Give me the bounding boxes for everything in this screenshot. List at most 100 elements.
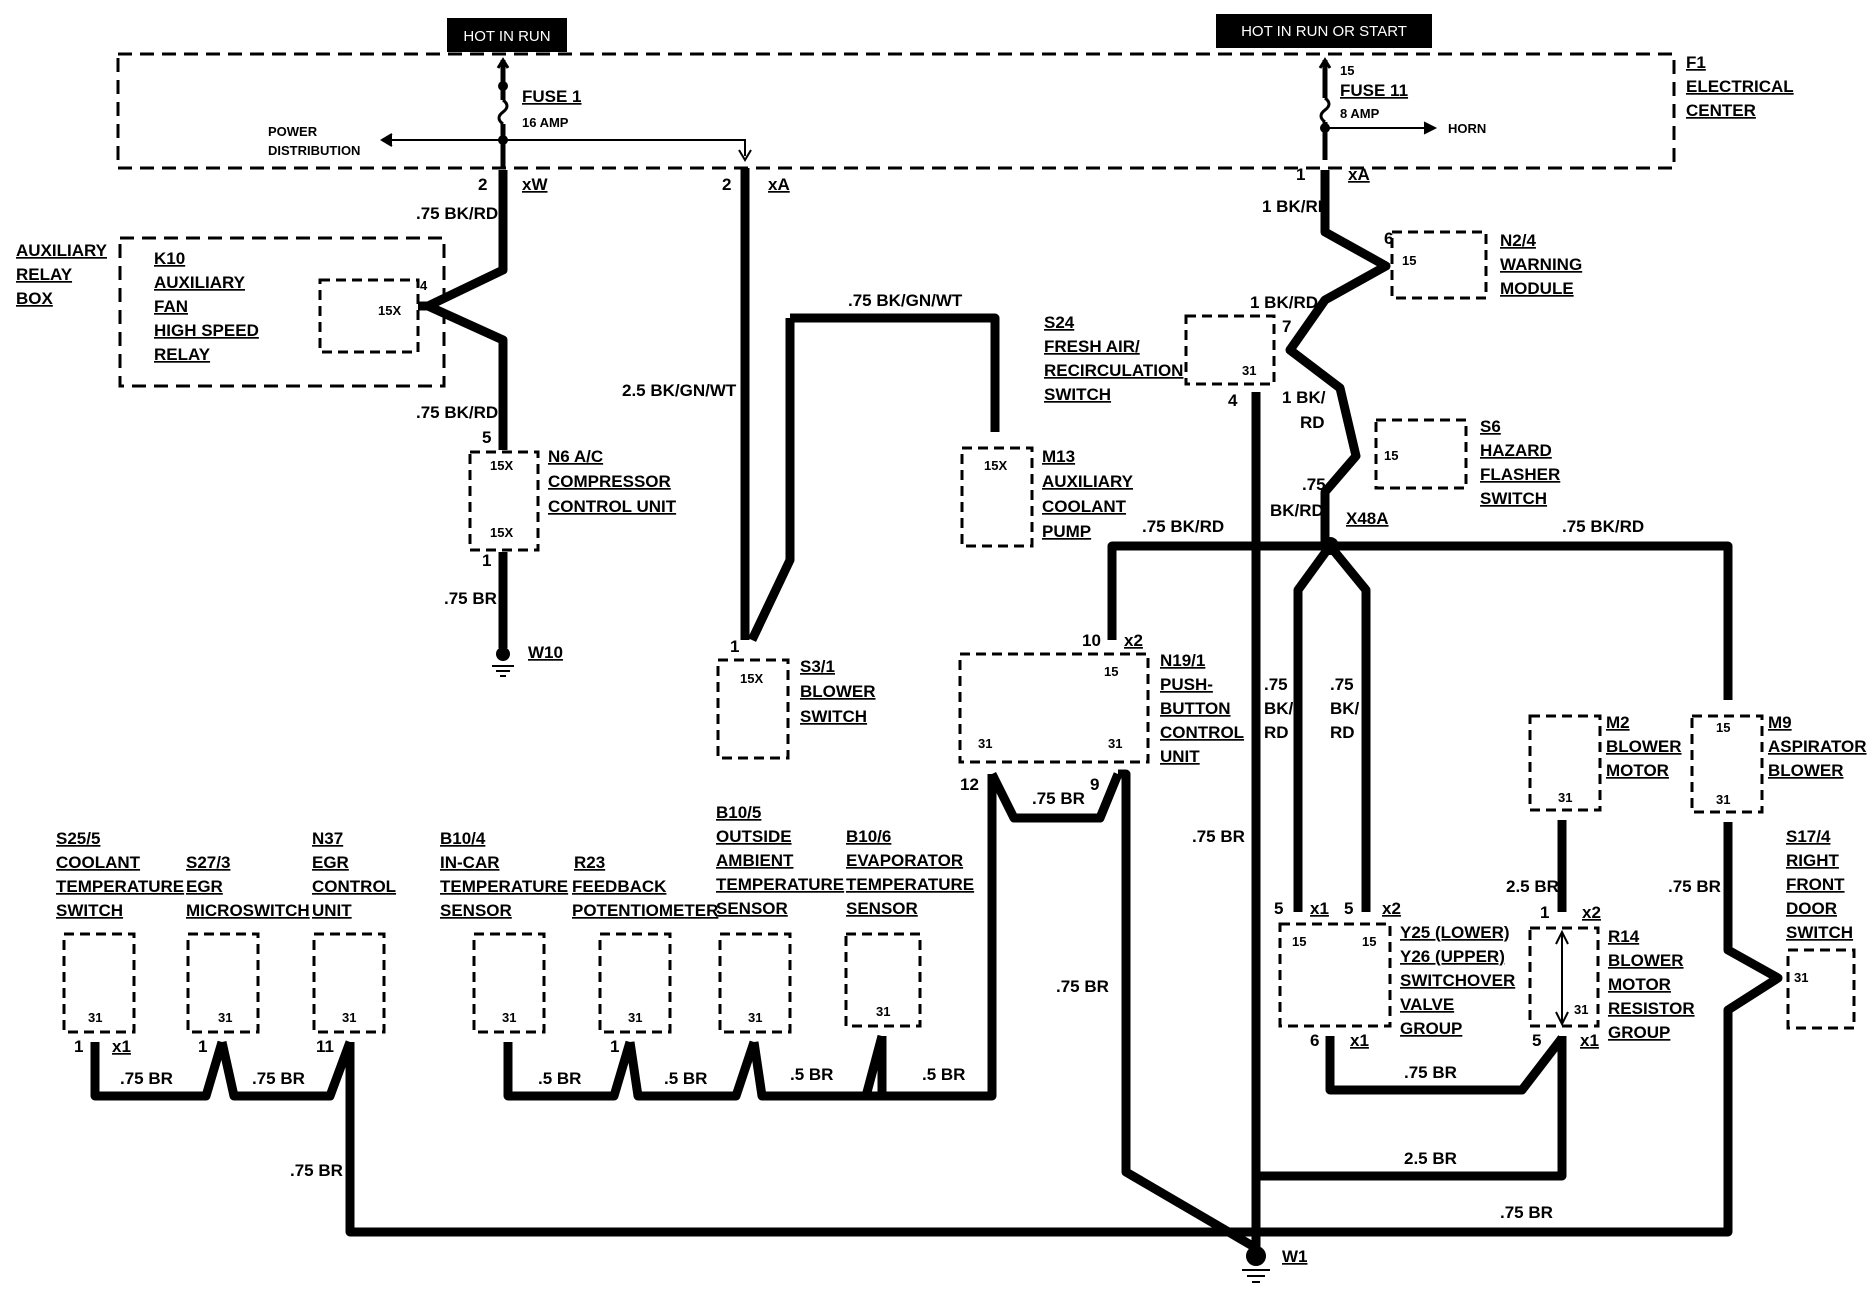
n37-id: N37	[312, 829, 343, 848]
s6-line3: SWITCH	[1480, 489, 1547, 508]
n6-pin5: 5	[482, 428, 491, 447]
r23-line2: POTENTIOMETER	[572, 901, 718, 920]
wire-label-rd-y25a: RD	[1264, 723, 1289, 742]
y25-conn3: x1	[1350, 1031, 1369, 1050]
r23-id: R23	[574, 853, 605, 872]
wire-label-05br-c: .5 BR	[790, 1065, 833, 1084]
s24-pin-label: 31	[1242, 363, 1256, 378]
s31-switch	[716, 658, 790, 760]
fuse1-rating: 16 AMP	[522, 115, 569, 130]
b105-sensor	[718, 932, 792, 1034]
b104-line3: SENSOR	[440, 901, 512, 920]
n6-pin1: 1	[482, 551, 491, 570]
wire-label-bkrd: BK/RD	[1270, 501, 1324, 520]
s255-pin: 1	[74, 1037, 83, 1056]
b106-id: B10/6	[846, 827, 891, 846]
wire-label-bk-y25a: BK/	[1264, 699, 1294, 718]
n37-line3: UNIT	[312, 901, 352, 920]
wire-s255-s273	[90, 1040, 227, 1101]
s174-line3: DOOR	[1786, 899, 1837, 918]
m13-line3: PUMP	[1042, 522, 1091, 541]
s174-line4: SWITCH	[1786, 923, 1853, 942]
s255-pin-label: 31	[88, 1010, 102, 1025]
r14-pin5: 5	[1532, 1031, 1541, 1050]
w10-label: W10	[528, 643, 563, 662]
wire-x48a-n19	[1107, 541, 1240, 640]
wire-label-075br-s27: .75 BR	[252, 1069, 305, 1088]
s24-pin7: 7	[1282, 317, 1291, 336]
s174-pin-label: 31	[1794, 970, 1808, 985]
y25-conn1: x1	[1310, 899, 1329, 918]
y25-pin15b: 15	[1362, 934, 1376, 949]
s6-line2: FLASHER	[1480, 465, 1560, 484]
w10-ground-icon	[496, 647, 510, 661]
aux-relay-box-line3: BOX	[16, 289, 54, 308]
s255-line2: TEMPERATURE	[56, 877, 184, 896]
power-distribution-line2: DISTRIBUTION	[268, 143, 360, 158]
n24-line1: WARNING	[1500, 255, 1582, 274]
wire-label-075br-n19: .75 BR	[1032, 789, 1085, 808]
power-distribution-line1: POWER	[268, 124, 318, 139]
fuse1-name: FUSE 1	[522, 87, 582, 106]
wire-label-bk-y25b: BK/	[1330, 699, 1360, 718]
s31-id: S3/1	[800, 657, 835, 676]
n6-module	[468, 450, 540, 552]
wire-label-25bkgnwt: 2.5 BK/GN/WT	[622, 381, 737, 400]
wire-x48a-y25-x2	[1326, 543, 1371, 912]
wire-b105-b106	[749, 1034, 887, 1101]
wire-n19-w1	[1118, 769, 1259, 1252]
m13-pin-label: 15X	[984, 458, 1007, 473]
n191-pin10: 10	[1082, 631, 1101, 650]
k10-pin: 4	[420, 278, 428, 293]
conn-xa-mid: xA	[768, 175, 790, 194]
pin-2-mid: 2	[722, 175, 731, 194]
k10-pin-label: 15X	[378, 303, 401, 318]
r23-pin: 1	[610, 1037, 619, 1056]
conn-xa-right: xA	[1348, 165, 1370, 184]
b104-line1: IN-CAR	[440, 853, 500, 872]
w1-label: W1	[1282, 1247, 1308, 1266]
b105-line4: SENSOR	[716, 899, 788, 918]
n191-pin15: 15	[1104, 664, 1118, 679]
n6-line1: COMPRESSOR	[548, 472, 671, 491]
n191-line3: CONTROL	[1160, 723, 1244, 742]
b106-line2: TEMPERATURE	[846, 875, 974, 894]
wire-label-1bk: 1 BK/	[1282, 388, 1326, 407]
wire-label-075-y25b: .75	[1330, 675, 1354, 694]
n37-pin: 11	[316, 1037, 334, 1056]
n191-line2: BUTTON	[1160, 699, 1231, 718]
wire-s273-n37	[217, 1040, 355, 1101]
wire-label-075bkgnwt: .75 BK/GN/WT	[848, 291, 963, 310]
w1-ground-icon	[1246, 1246, 1266, 1266]
n6-line2: CONTROL UNIT	[548, 497, 677, 516]
n191-pin31a: 31	[978, 736, 992, 751]
y25-line1: Y25 (LOWER)	[1400, 923, 1510, 942]
m13-pump	[960, 446, 1034, 548]
r23-pin-label: 31	[628, 1010, 642, 1025]
b104-id: B10/4	[440, 829, 486, 848]
m13-line1: AUXILIARY	[1042, 472, 1134, 491]
wire-label-075bkrd-m9: .75 BK/RD	[1562, 517, 1644, 536]
b105-pin-label: 31	[748, 1010, 762, 1025]
wire-label-25br-m2: 2.5 BR	[1506, 877, 1559, 896]
wire-n19-loop	[987, 771, 1123, 823]
r14-resistor-group	[1528, 926, 1600, 1028]
y25-pin15a: 15	[1292, 934, 1306, 949]
wire-r23-b105	[625, 1040, 759, 1101]
r14-pin1: 1	[1540, 903, 1549, 922]
y25-pin5b: 5	[1344, 899, 1353, 918]
r23-line1: FEEDBACK	[572, 877, 667, 896]
s273-id: S27/3	[186, 853, 230, 872]
wire-label-075br-s25: .75 BR	[120, 1069, 173, 1088]
m2-pin-label: 31	[1558, 790, 1572, 805]
wire-label-075br-n37: .75 BR	[290, 1161, 343, 1180]
n191-line4: UNIT	[1160, 747, 1200, 766]
pin-2-left: 2	[478, 175, 487, 194]
s273-switch	[186, 932, 260, 1034]
s273-pin-label: 31	[218, 1010, 232, 1025]
s24-pin4: 4	[1228, 391, 1238, 410]
s24-id: S24	[1044, 313, 1075, 332]
wire-b104-r23	[503, 1040, 635, 1101]
s255-line1: COOLANT	[56, 853, 141, 872]
n24-id: N2/4	[1500, 231, 1536, 250]
